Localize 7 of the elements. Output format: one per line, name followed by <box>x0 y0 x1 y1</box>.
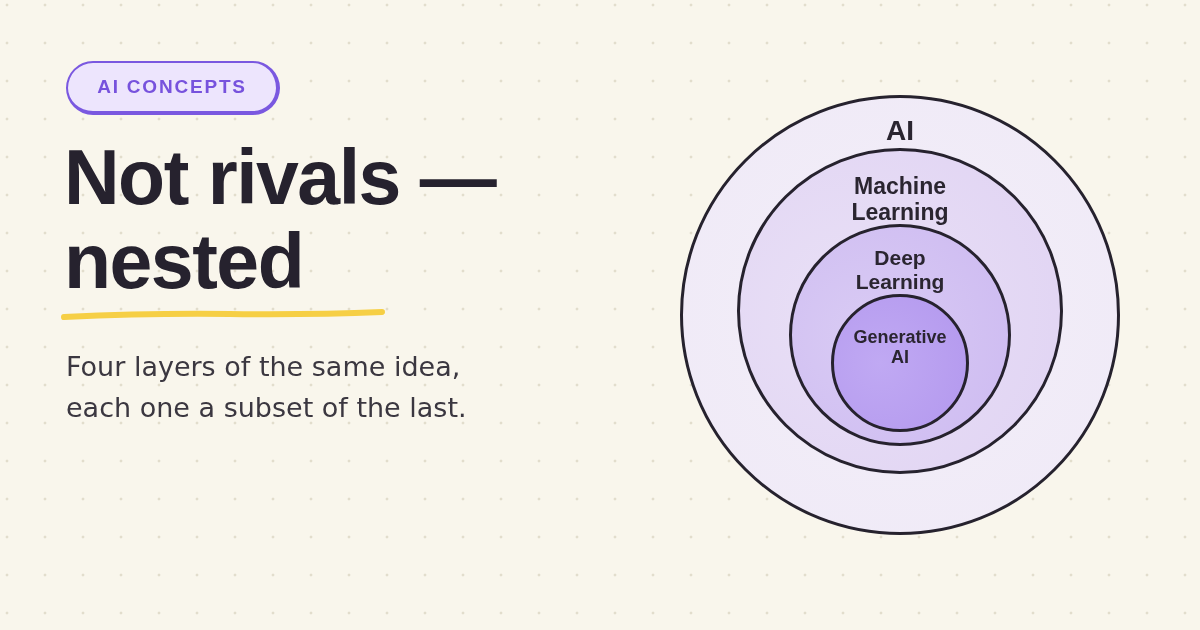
set-label: Machine Learning <box>851 173 949 225</box>
page-title: Not rivals — nested <box>64 135 497 303</box>
set-label: Deep Learning <box>855 246 945 294</box>
set-label: Generative AI <box>853 327 947 367</box>
set-label: AI <box>886 115 914 146</box>
subtitle-text: Four layers of the same idea, each one a subset of the last. <box>66 350 468 425</box>
category-tag: AI CONCEPTS <box>66 61 280 115</box>
